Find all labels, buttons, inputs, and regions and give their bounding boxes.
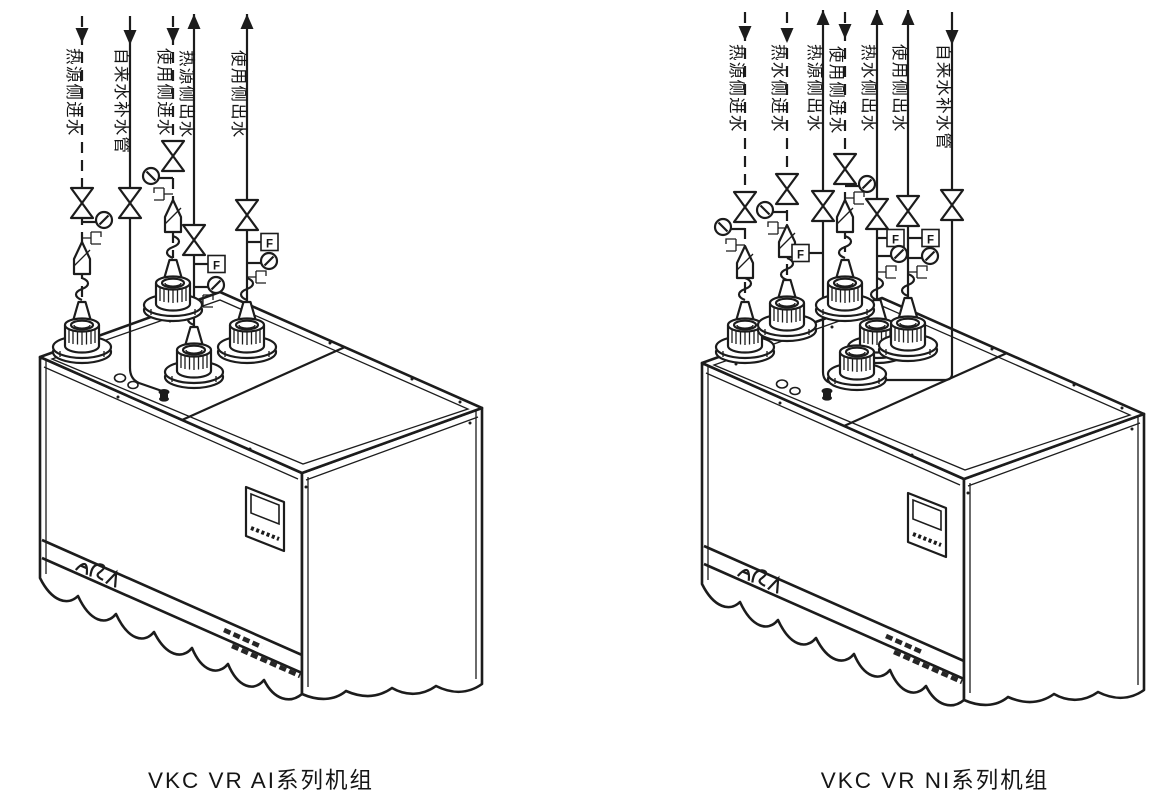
pipe-label: 自来水补水管	[934, 44, 953, 150]
pipe-label: 热源侧出水	[805, 44, 824, 133]
temp-sensor-icon	[153, 187, 174, 201]
flex-joint-icon	[737, 276, 753, 302]
valve-icon	[810, 189, 836, 223]
flange-icon	[756, 295, 818, 343]
flow-meter-label: F	[892, 235, 899, 247]
flex-joint-icon	[837, 234, 853, 260]
pipe-right-hot-water-inlet: 热水侧进水	[755, 12, 800, 308]
unit-right: 热源侧进水 热水侧进水 F 热源侧出水	[702, 10, 1144, 705]
flow-meter-icon: F	[247, 232, 279, 252]
cable-gland-icon	[158, 389, 170, 402]
flow-arrow-down-icon	[123, 30, 137, 45]
flow-arrow-up-icon	[187, 14, 201, 29]
pipe-left-heat-source-inlet: 热源侧进水	[64, 16, 114, 330]
check-valve-icon	[835, 198, 855, 234]
valve-icon	[895, 194, 921, 228]
pipe-right-makeup-water: 自来水补水管	[866, 12, 965, 382]
pipe-label: 使用侧进水	[827, 46, 846, 135]
pressure-gauge-icon	[875, 244, 909, 264]
temp-sensor-icon	[844, 191, 865, 205]
pipe-label: 使用侧出水	[890, 44, 909, 133]
valve-icon	[774, 172, 800, 206]
pipe-label: 热水侧进水	[769, 44, 788, 133]
flow-arrow-up-icon	[870, 10, 884, 25]
temp-sensor-icon	[876, 265, 897, 279]
pipe-label: 使用侧进水	[155, 48, 174, 137]
pipe-left-use-side-inlet: 使用侧进水	[141, 16, 186, 288]
pipe-left-heat-source-outlet: F 热源侧出水	[177, 14, 226, 355]
pipe-label: 热源侧进水	[727, 44, 746, 133]
pipe-right-heat-source-outlet: F 热源侧出水	[791, 10, 851, 386]
valve-icon	[234, 198, 260, 232]
valve-icon	[939, 188, 965, 222]
flange-icon	[51, 317, 113, 365]
valve-icon	[864, 197, 890, 231]
figure-caption-right: VKC VR NI系列机组	[821, 768, 1050, 793]
pressure-gauge-icon	[906, 246, 940, 266]
figure-caption-left: VKC VR AI系列机组	[148, 768, 374, 793]
flow-arrow-up-icon	[901, 10, 915, 25]
pipe-label: 热水侧出水	[859, 44, 878, 133]
temp-sensor-icon	[725, 238, 746, 252]
pressure-gauge-icon	[245, 251, 279, 271]
flow-meter-label: F	[213, 261, 220, 273]
check-valve-icon	[72, 240, 92, 276]
flow-meter-icon: F	[194, 254, 226, 274]
check-valve-icon	[163, 198, 183, 234]
pipe-left-use-side-outlet: F 使用侧出水	[229, 14, 279, 330]
pipe-label: 热源侧出水	[177, 50, 196, 139]
flow-arrow-down-icon	[738, 26, 752, 41]
flow-arrow-up-icon	[816, 10, 830, 25]
flow-arrow-down-icon	[780, 28, 794, 43]
pipe-label: 自来水补水管	[112, 48, 131, 154]
pipe-right-use-side-outlet: F 使用侧出水	[890, 10, 940, 326]
valve-icon	[181, 223, 207, 257]
flow-arrow-down-icon	[945, 30, 959, 45]
pipe-label: 热源侧进水	[64, 48, 83, 137]
temp-sensor-icon	[246, 270, 267, 284]
flow-arrow-down-icon	[75, 28, 89, 43]
flow-arrow-down-icon	[166, 28, 180, 43]
valve-icon	[832, 152, 858, 186]
pipe-right-use-side-inlet: 使用侧进水	[827, 12, 877, 288]
pressure-gauge-icon	[192, 275, 226, 295]
flange-icon	[814, 275, 876, 323]
flow-arrow-down-icon	[838, 24, 852, 39]
flow-meter-icon: F	[791, 243, 823, 263]
flow-meter-label: F	[266, 239, 273, 251]
flow-meter-label: F	[927, 235, 934, 247]
pipe-left-makeup-water: 自来水补水管	[112, 16, 170, 402]
temp-sensor-icon	[81, 231, 102, 245]
unit-left: 热源侧进水 自来水补水管 使用侧进水 F	[40, 14, 482, 699]
flow-meter-icon: F	[877, 228, 905, 248]
cable-gland-icon	[821, 388, 833, 401]
valve-icon	[117, 186, 143, 220]
pipe-right-hot-water-outlet: F 热水侧出水	[859, 10, 909, 328]
check-valve-icon	[735, 244, 755, 280]
flow-meter-label: F	[797, 250, 804, 262]
valve-icon	[732, 190, 758, 224]
valve-icon	[160, 139, 186, 173]
valve-icon	[69, 186, 95, 220]
pipe-right-heat-source-inlet: 热源侧进水	[713, 12, 758, 330]
flow-meter-icon: F	[908, 228, 940, 248]
pipe-label: 使用侧出水	[229, 50, 248, 139]
flow-arrow-up-icon	[240, 14, 254, 29]
